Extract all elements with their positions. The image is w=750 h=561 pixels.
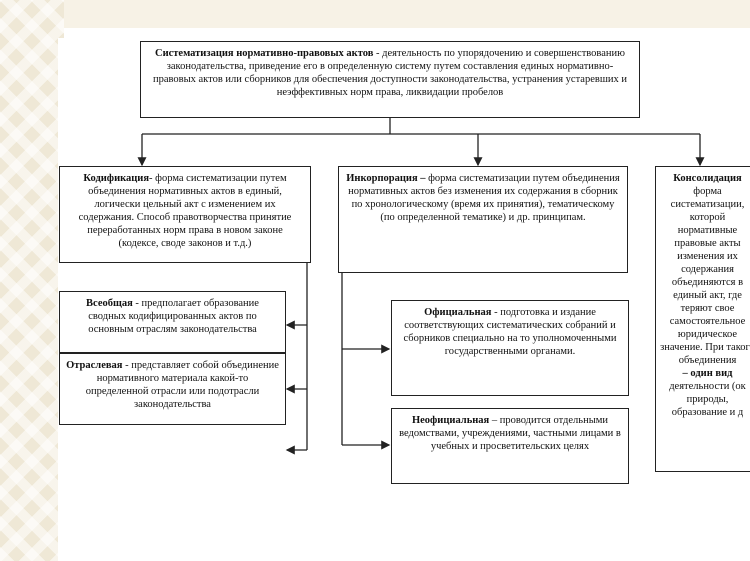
incorporation-text: форма систематизации путем объединения н… bbox=[348, 173, 620, 223]
branch-text: - представляет собой объединение нормати… bbox=[85, 360, 279, 410]
codification-box: Кодификация- форма систематизации путем … bbox=[59, 166, 311, 263]
incorporation-term: Инкорпорация – bbox=[346, 173, 426, 184]
systematization-box: Систематизация нормативно-правовых актов… bbox=[140, 41, 640, 118]
unofficial-incorporation-box: Неофициальная – проводится отдельными ве… bbox=[391, 408, 629, 484]
unofficial-term: Неофициальная bbox=[411, 415, 490, 426]
official-text: - подготовка и издание соответствующих с… bbox=[403, 307, 617, 357]
general-text: - предполагает образование сводных кодиф… bbox=[88, 298, 259, 335]
consolidation-term: Консолидация bbox=[673, 173, 742, 184]
decorative-side-pattern bbox=[0, 0, 64, 561]
unofficial-text: – проводится отдельными ведомствами, учр… bbox=[399, 415, 621, 452]
systematization-term: Систематизация нормативно-правовых актов bbox=[154, 48, 374, 59]
branch-codification-box: Отраслевая - представляет собой объедине… bbox=[59, 353, 286, 425]
official-incorporation-box: Официальная - подготовка и издание соотв… bbox=[391, 300, 629, 396]
codification-term: Кодификация bbox=[83, 173, 150, 184]
general-codification-box: Всеобщая - предполагает образование свод… bbox=[59, 291, 286, 353]
consolidation-tail: – один вид bbox=[682, 368, 733, 379]
general-term: Всеобщая bbox=[86, 298, 133, 309]
consolidation-tail-text: деятельности (ок природы, образование и … bbox=[669, 381, 746, 418]
incorporation-box: Инкорпорация – форма систематизации путе… bbox=[338, 166, 628, 273]
consolidation-text: форма систематизации, которой нормативны… bbox=[660, 186, 750, 366]
branch-term: Отраслевая bbox=[66, 360, 123, 371]
decorative-top-band bbox=[64, 0, 750, 28]
official-term: Официальная bbox=[424, 307, 492, 318]
consolidation-box: Консолидация форма систематизации, котор… bbox=[655, 166, 750, 472]
systematization-text: - деятельность по упорядочению и соверше… bbox=[152, 48, 628, 98]
codification-text: - форма систематизации путем объединения… bbox=[78, 173, 292, 249]
